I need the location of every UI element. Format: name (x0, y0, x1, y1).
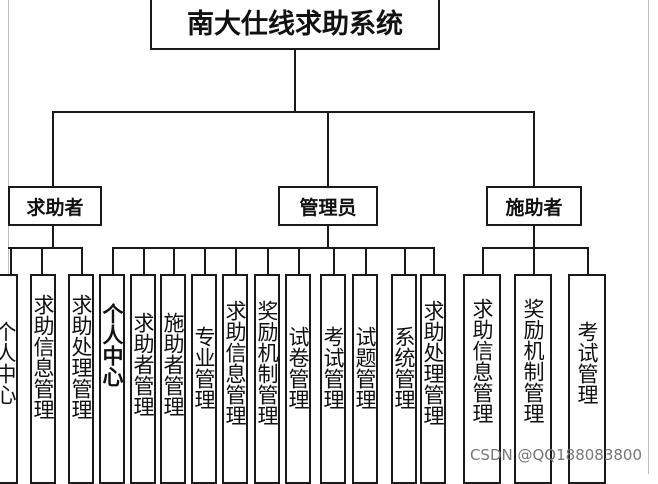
admin-module-personal-center: 个人中心 (99, 274, 125, 484)
seeker-bus (8, 247, 82, 249)
drop-seeker (52, 111, 54, 186)
helper-drop-2 (533, 247, 535, 274)
role-helper-label: 施助者 (505, 196, 563, 219)
role-admin-node: 管理员 (278, 186, 378, 226)
admin-module-label: 施助者管理 (161, 312, 185, 417)
helper-bus (482, 247, 589, 249)
helper-module-exam: 考试管理 (568, 274, 606, 484)
admin-module-label: 求助者管理 (131, 312, 155, 417)
seeker-module-label: 个人中心 (0, 321, 17, 405)
admin-module-label: 求助处理管理 (421, 300, 445, 426)
seeker-module-help-info: 求助信息管理 (30, 274, 56, 484)
frame-right-edge (648, 0, 649, 474)
admin-module-help-processing-mgmt: 求助处理管理 (420, 274, 446, 484)
admin-drop-5 (235, 247, 237, 274)
admin-stem (327, 226, 329, 248)
admin-drop-4 (204, 247, 206, 274)
drop-helper (533, 111, 535, 186)
frame-left-edge (8, 0, 9, 474)
admin-module-system-mgmt: 系统管理 (391, 274, 417, 484)
root-stem (294, 50, 296, 112)
helper-drop-3 (587, 247, 589, 274)
seeker-drop-3 (81, 247, 83, 274)
seeker-drop-1 (10, 247, 12, 274)
helper-drop-1 (482, 247, 484, 274)
admin-module-reward-mgmt: 奖励机制管理 (254, 274, 280, 484)
helper-module-label: 求助信息管理 (470, 298, 494, 424)
admin-drop-1 (112, 247, 114, 274)
helper-module-help-info: 求助信息管理 (463, 274, 501, 484)
admin-module-seeker-mgmt: 求助者管理 (130, 274, 156, 484)
level1-bus (52, 111, 535, 113)
admin-module-paper-mgmt: 试卷管理 (285, 274, 311, 484)
admin-drop-2 (143, 247, 145, 274)
drop-admin (327, 111, 329, 186)
role-seeker-node: 求助者 (8, 186, 102, 226)
role-admin-label: 管理员 (299, 196, 357, 219)
seeker-drop-2 (41, 247, 43, 274)
admin-module-label: 试卷管理 (286, 326, 310, 410)
role-seeker-label: 求助者 (26, 196, 84, 219)
admin-drop-6 (267, 247, 269, 274)
seeker-module-label: 求助处理管理 (69, 294, 93, 420)
admin-module-label: 系统管理 (392, 326, 416, 410)
admin-module-label: 个人中心 (100, 303, 125, 387)
admin-module-help-info-mgmt: 求助信息管理 (222, 274, 248, 484)
admin-drop-7 (298, 247, 300, 274)
admin-module-major-mgmt: 专业管理 (191, 274, 217, 484)
seeker-module-label: 求助信息管理 (31, 294, 55, 420)
seeker-module-help-processing: 求助处理管理 (68, 274, 94, 484)
admin-drop-8 (333, 247, 335, 274)
role-helper-node: 施助者 (486, 186, 582, 226)
seeker-stem (52, 226, 54, 248)
helper-module-label: 考试管理 (575, 321, 599, 405)
watermark-text: CSDN @QQ188083800 (469, 446, 642, 464)
admin-drop-3 (173, 247, 175, 274)
helper-module-reward: 奖励机制管理 (514, 274, 552, 484)
admin-module-label: 考试管理 (321, 326, 345, 410)
admin-bus (112, 247, 433, 249)
admin-module-helper-mgmt: 施助者管理 (160, 274, 186, 484)
admin-module-exam-mgmt: 考试管理 (320, 274, 346, 484)
seeker-module-personal-center: 个人中心 (0, 274, 18, 484)
admin-drop-9 (365, 247, 367, 274)
admin-drop-10 (404, 247, 406, 274)
admin-module-label: 专业管理 (192, 326, 216, 410)
admin-module-question-mgmt: 试题管理 (352, 274, 378, 484)
admin-drop-11 (433, 247, 435, 274)
admin-module-label: 试题管理 (353, 326, 377, 410)
root-label: 南大仕线求助系统 (187, 8, 403, 40)
helper-module-label: 奖励机制管理 (521, 298, 545, 424)
root-node: 南大仕线求助系统 (150, 0, 440, 50)
admin-module-label: 求助信息管理 (223, 300, 247, 426)
helper-stem (533, 226, 535, 248)
admin-module-label: 奖励机制管理 (255, 300, 279, 426)
